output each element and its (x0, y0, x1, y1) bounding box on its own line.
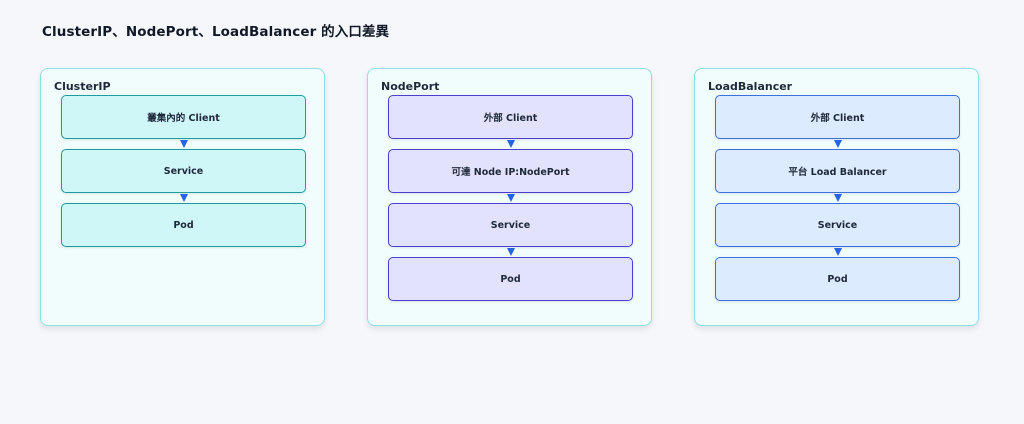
panel-title-nodeport: NodePort (381, 80, 440, 93)
panel-nodeport: NodePort 外部 Client 可達 Node IP:NodePort S… (367, 68, 652, 326)
arrow-down-icon (388, 139, 633, 149)
box-internal-client: 叢集內的 Client (61, 95, 306, 139)
arrow-down-icon (715, 247, 960, 257)
arrow-down-icon (61, 139, 306, 149)
arrow-down-icon (388, 247, 633, 257)
box-service: Service (388, 203, 633, 247)
box-node-ip-nodeport: 可達 Node IP:NodePort (388, 149, 633, 193)
box-pod: Pod (61, 203, 306, 247)
arrow-down-icon (715, 139, 960, 149)
arrow-down-icon (61, 193, 306, 203)
panel-loadbalancer: LoadBalancer 外部 Client 平台 Load Balancer … (694, 68, 979, 326)
box-service: Service (715, 203, 960, 247)
arrow-down-icon (715, 193, 960, 203)
flow-clusterip: 叢集內的 Client Service Pod (61, 95, 306, 247)
box-external-client: 外部 Client (388, 95, 633, 139)
panel-title-loadbalancer: LoadBalancer (708, 80, 793, 93)
box-pod: Pod (388, 257, 633, 301)
box-platform-load-balancer: 平台 Load Balancer (715, 149, 960, 193)
arrow-down-icon (388, 193, 633, 203)
box-external-client: 外部 Client (715, 95, 960, 139)
panel-clusterip: ClusterIP 叢集內的 Client Service Pod (40, 68, 325, 326)
box-pod: Pod (715, 257, 960, 301)
diagram-title: ClusterIP、NodePort、LoadBalancer 的入口差異 (42, 24, 390, 40)
panel-title-clusterip: ClusterIP (54, 80, 111, 93)
flow-nodeport: 外部 Client 可達 Node IP:NodePort Service Po… (388, 95, 633, 301)
box-service: Service (61, 149, 306, 193)
flow-loadbalancer: 外部 Client 平台 Load Balancer Service Pod (715, 95, 960, 301)
